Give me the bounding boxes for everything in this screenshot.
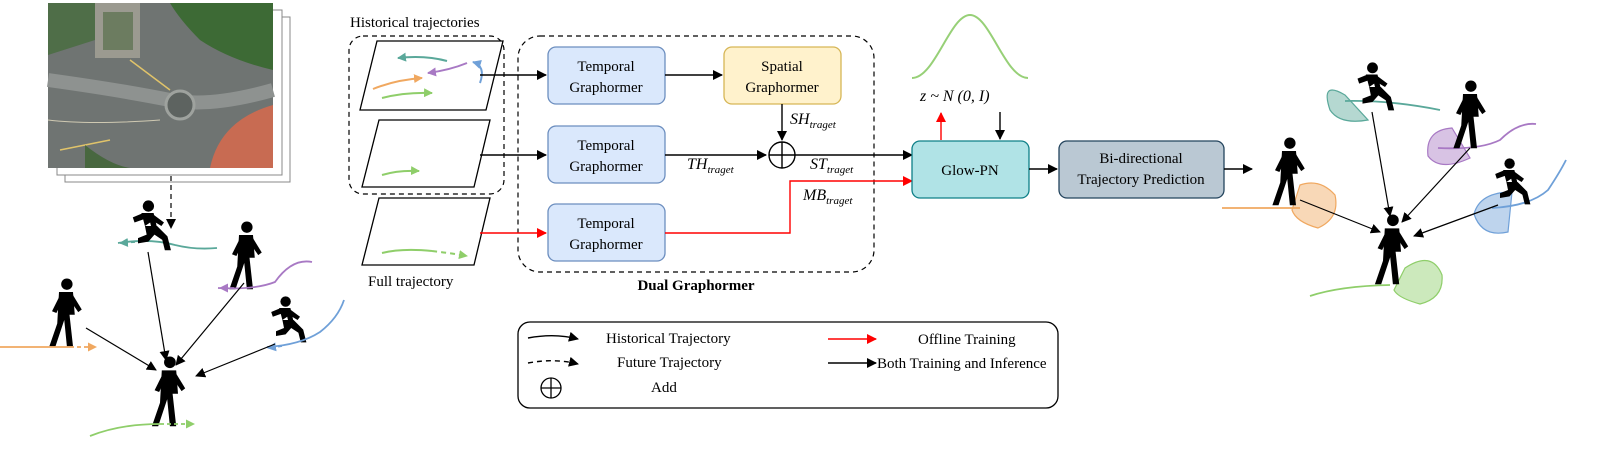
spatial-graphormer: Spatial Graphormer [723,46,842,105]
pedestrian-target [151,356,186,427]
bidirectional-prediction-block: Bi-directional Trajectory Prediction [1058,140,1225,199]
prediction-cone-blue [1473,191,1513,234]
label-latent-z: z ~ N (0, I) [919,88,990,105]
traj-teal [117,240,218,250]
svg-text:Temporal: Temporal [577,59,634,75]
prediction-cone-teal [1326,89,1370,122]
legend-offline-label: Offline Training [918,332,1016,348]
historical-group-border [348,35,505,195]
trajectory-card-multi [359,40,504,111]
glow-pn-block: Glow-PN [911,140,1030,199]
label-mb-traget: MBtraget [802,187,853,207]
svg-text:Trajectory Prediction: Trajectory Prediction [1077,172,1205,188]
input-scene [0,200,345,437]
legend-future-line [527,356,579,367]
legend-historical-label: Historical Trajectory [606,331,731,347]
svg-text:Glow-PN: Glow-PN [941,163,999,179]
svg-text:Graphormer: Graphormer [745,80,818,96]
svg-text:Graphormer: Graphormer [569,159,642,175]
traj-purple [217,260,313,290]
output-scene [1222,62,1567,305]
legend-future-label: Future Trajectory [617,355,722,371]
legend-box [517,321,1059,409]
out-walker-1 [1453,80,1486,149]
label-sh-traget: SHtraget [790,111,837,131]
traj-blue [266,299,345,348]
svg-text:Temporal: Temporal [577,138,634,154]
temporal-graphormer-3: Temporal Graphormer [547,203,666,262]
pedestrian-runner-2 [271,296,307,343]
traj-green [89,423,161,437]
svg-text:Graphormer: Graphormer [569,80,642,96]
legend-add-symbol [540,377,562,399]
svg-text:Temporal: Temporal [577,216,634,232]
legend-add-label: Add [651,380,677,396]
prediction-cone-purple [1427,127,1471,166]
gaussian-curve [911,13,1029,79]
dual-graphormer-border [517,35,875,273]
temporal-graphormer-2: Temporal Graphormer [547,125,666,184]
aerial-photo [47,3,275,168]
svg-text:Bi-directional: Bi-directional [1099,151,1182,167]
trajectory-card-single [361,119,491,188]
aerial-image-stack [47,3,291,229]
temporal-graphormer-1: Temporal Graphormer [547,46,666,105]
legend-both-label: Both Training and Inference [877,356,1047,372]
pedestrian-walker-1 [229,221,262,290]
out-runner-1 [1357,62,1395,111]
label-st-traget: STtraget [810,156,854,176]
legend: Historical Trajectory Future Trajectory … [517,321,1059,409]
svg-text:Spatial: Spatial [761,59,803,75]
label-dual-graphormer: Dual Graphormer [637,278,754,294]
pedestrian-walker-2 [49,278,82,347]
label-full-trajectory: Full trajectory [368,274,454,290]
legend-historical-line [527,331,579,342]
arrow-temporal3-to-glow [665,176,913,234]
out-runner-2 [1495,158,1531,205]
label-th-traget: THtraget [687,156,735,176]
trajectory-card-full [361,197,491,266]
pedestrian-runner-1 [132,200,171,251]
add-operator [768,141,796,169]
prediction-cone-green [1393,259,1443,305]
svg-text:Graphormer: Graphormer [569,237,642,253]
label-historical-trajectories: Historical trajectories [350,15,480,31]
